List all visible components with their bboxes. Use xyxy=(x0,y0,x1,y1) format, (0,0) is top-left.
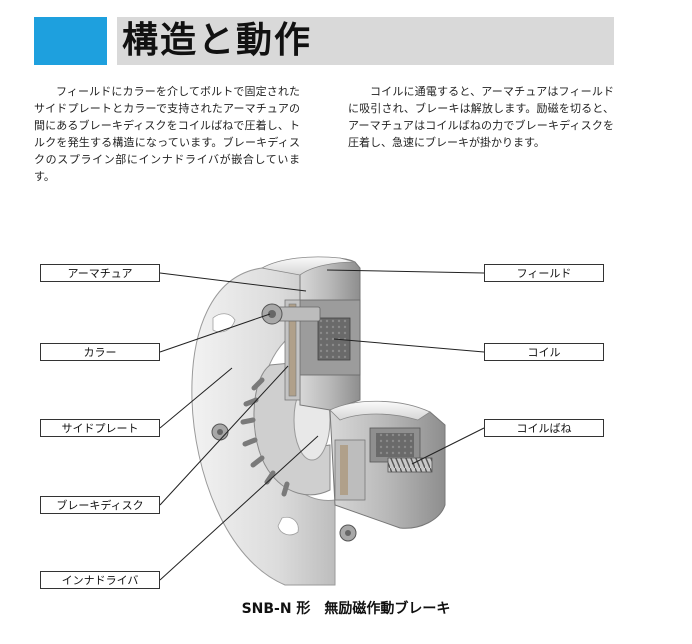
label-armature: アーマチュア xyxy=(40,264,160,282)
label-coil: コイル xyxy=(484,343,604,361)
label-collar: カラー xyxy=(40,343,160,361)
figure-caption: SNB-N 形 無励磁作動ブレーキ xyxy=(241,601,451,617)
label-coil-spring: コイルばね xyxy=(484,419,604,437)
label-brake-disc: ブレーキディスク xyxy=(40,496,160,514)
title-bar xyxy=(34,17,614,65)
label-side-plate: サイドプレート xyxy=(40,419,160,437)
title-accent-block xyxy=(34,17,107,65)
description-paragraph-structure: フィールドにカラーを介してボルトで固定されたサイドプレートとカラーで支持されたア… xyxy=(34,85,300,183)
leader-lines xyxy=(159,269,485,581)
description-paragraph-operation: コイルに通電すると、アーマチュアはフィールドに吸引され、ブレーキは解放します。励… xyxy=(348,85,614,149)
field-housing-lower xyxy=(329,400,446,529)
field-housing-upper xyxy=(260,256,361,411)
page-title: 構造と動作 xyxy=(122,20,313,61)
title-separator xyxy=(107,17,117,65)
label-field: フィールド xyxy=(484,264,604,282)
label-inner-driver: インナドライバ xyxy=(40,571,160,589)
bolt-bottom-icon xyxy=(339,524,357,542)
collar-bolt-top xyxy=(261,303,321,325)
bolt-mid-icon xyxy=(211,423,229,441)
